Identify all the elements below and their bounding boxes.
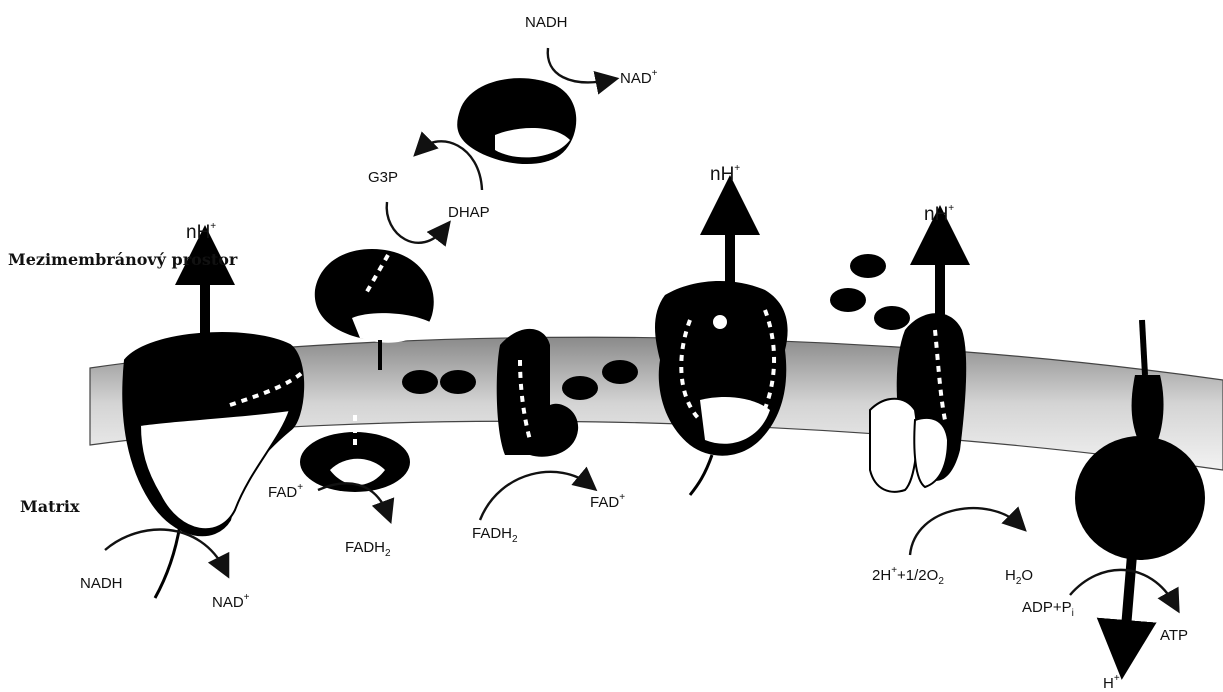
g3p-label: G3P [368,169,398,186]
oxygen-label: 2H++1/2O2 [872,565,944,587]
atp-synthase-head [1075,436,1205,560]
nadh-top-label: NADH [525,14,568,31]
cytochrome-c-2 [830,288,866,312]
h-out-label: H+ [1103,673,1120,692]
arrow-oxygen [910,508,1020,555]
water-label: H2O [1005,567,1033,587]
nadh-bottom-label: NADH [80,575,123,592]
arrow-dhap-to-g3p [420,141,482,190]
cytochrome-c-iii [712,314,728,330]
arrow-fadh2-mid [480,472,590,520]
complex-iv-shell [870,399,917,492]
intermembrane-space-label: Mezimembránový prostor [8,250,238,269]
nh-complex-iii-label: nH+ [710,163,740,185]
arrow-nadh-top [548,48,610,82]
atp-synthase-proton-arrow [1125,555,1132,640]
fadh2-mid-label: FADH2 [472,525,518,545]
nh-complex-i-label: nH+ [186,221,216,243]
cytochrome-c-1 [850,254,886,278]
arrow-adp-atp [1070,570,1175,605]
ubiquinone-3 [562,376,598,400]
arrow-g3p-to-dhap [387,202,445,243]
complex-iii-tail [690,455,712,495]
atp-synthase-stalk [1132,375,1164,440]
atp-label: ATP [1160,627,1188,644]
nad-bottom-label: NAD+ [212,592,250,611]
cytochrome-c-3 [874,306,910,330]
nad-top-label: NAD+ [620,68,658,87]
nh-complex-iv-label: nH+ [924,203,954,225]
fad-left-label: FAD+ [268,482,303,501]
adp-label: ADP+Pi [1022,599,1074,619]
ubiquinone-2 [440,370,476,394]
ubiquinone-1 [402,370,438,394]
fad-mid-label: FAD+ [590,492,625,511]
fadh2-left-label: FADH2 [345,539,391,559]
complex-i-tail [155,525,180,598]
dhap-label: DHAP [448,204,490,221]
ubiquinone-4 [602,360,638,384]
atp-synthase-rotor [1142,320,1145,375]
matrix-label: Matrix [20,497,80,516]
